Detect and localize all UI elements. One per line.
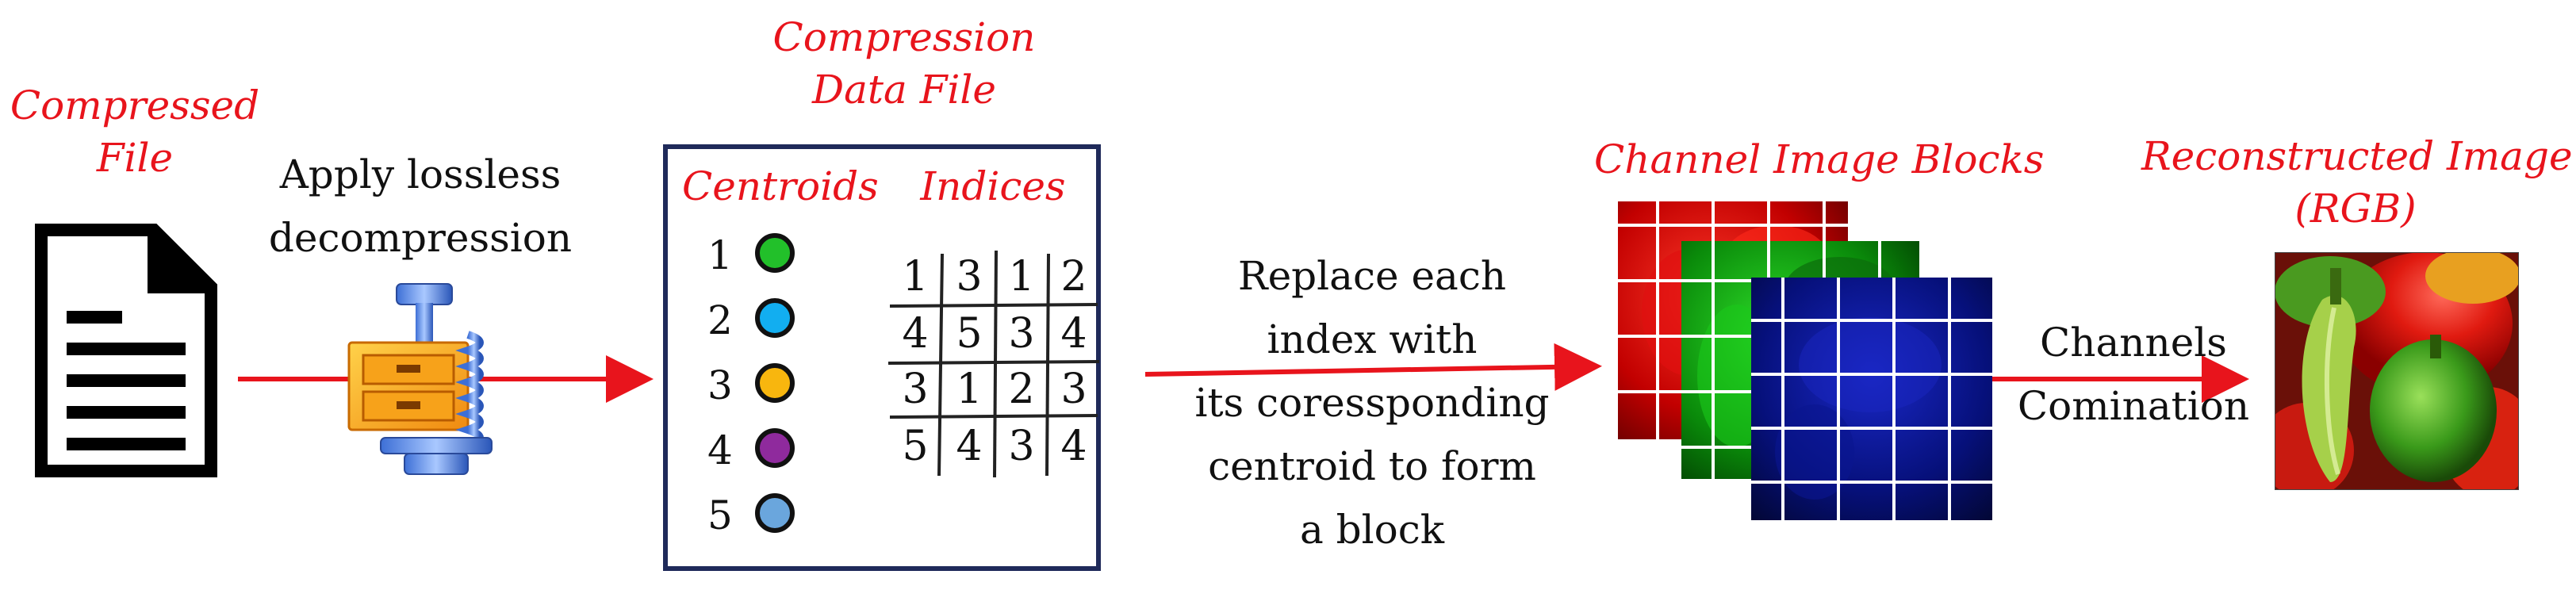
- compression-data-file-label: Compression Data File: [761, 11, 1047, 116]
- apply-lossless-label: Apply lossless decompression: [262, 143, 579, 270]
- index-cell: 4: [902, 310, 928, 358]
- index-cell: 2: [1060, 253, 1087, 301]
- centroid-color-circle: [755, 428, 795, 468]
- centroid-row: 5: [707, 488, 834, 544]
- compression-data-file-label-line2: Data File: [812, 67, 996, 113]
- compression-data-file-label-line1: Compression: [772, 14, 1036, 60]
- arrow-to-channel-blocks: [1144, 343, 1602, 391]
- centroid-number: 2: [707, 297, 733, 343]
- replace-label-line1: Replace each: [1237, 253, 1507, 299]
- centroid-color-circle: [755, 363, 795, 403]
- centroid-row: 1: [707, 228, 834, 284]
- compressed-file-label-line2: File: [96, 135, 174, 181]
- reconstructed-image-line2: (RGB): [2294, 186, 2417, 232]
- channel-image-stack: [1618, 201, 1992, 520]
- index-cell: 3: [1060, 366, 1087, 413]
- centroid-color-circle: [755, 233, 795, 273]
- replace-label-line5: a block: [1299, 507, 1445, 553]
- index-cell: 3: [1008, 423, 1034, 470]
- centroid-row: 2: [707, 293, 834, 349]
- index-cell: 2: [1008, 366, 1034, 413]
- centroid-number: 3: [707, 362, 733, 408]
- replace-label-line4: centroid to form: [1208, 443, 1536, 489]
- replace-index-label: Replace each index with its coresspondin…: [1182, 244, 1562, 561]
- document-icon: [35, 224, 217, 477]
- centroid-number: 5: [707, 492, 733, 538]
- channels-combination-line1: Channels: [2040, 320, 2227, 366]
- apply-lossless-label-line2: decompression: [268, 215, 573, 261]
- centroid-row: 4: [707, 423, 834, 479]
- index-cell: 4: [1060, 310, 1087, 358]
- index-cell: 1: [902, 253, 928, 301]
- channel-image-blocks-label: Channel Image Blocks: [1594, 136, 2045, 182]
- centroid-row: 3: [707, 358, 834, 414]
- channels-combination-label: Channels Comination: [1999, 311, 2268, 438]
- index-cell: 4: [1060, 423, 1087, 470]
- blue-channel-image: [1751, 278, 1992, 520]
- replace-label-line2: index with: [1267, 316, 1478, 362]
- indices-heading: Indices: [920, 163, 1066, 209]
- reconstructed-image-line1: Reconstructed Image: [2141, 133, 2573, 179]
- winzip-compress-icon: [347, 283, 493, 475]
- index-cell: 3: [1008, 310, 1034, 358]
- apply-lossless-label-line1: Apply lossless: [279, 151, 562, 197]
- index-cell: 3: [956, 253, 982, 301]
- compressed-file-label: Compressed File: [0, 79, 270, 184]
- centroid-number: 4: [707, 427, 733, 473]
- index-cell: 5: [902, 423, 928, 470]
- replace-label-line3: its coressponding: [1194, 380, 1550, 426]
- index-cell: 1: [956, 366, 982, 413]
- index-cell: 3: [902, 366, 928, 413]
- reconstructed-image-label: Reconstructed Image (RGB): [2141, 130, 2573, 235]
- channels-combination-line2: Comination: [2017, 383, 2250, 429]
- index-cell: 1: [1008, 253, 1034, 301]
- centroid-color-circle: [755, 493, 795, 533]
- index-cell: 4: [956, 423, 982, 470]
- centroids-heading: Centroids: [682, 163, 879, 209]
- peppers-rgb-image: [2275, 252, 2519, 490]
- compressed-file-label-line1: Compressed: [10, 82, 260, 128]
- centroid-number: 1: [707, 232, 733, 278]
- index-cell: 5: [956, 310, 982, 358]
- centroid-color-circle: [755, 298, 795, 338]
